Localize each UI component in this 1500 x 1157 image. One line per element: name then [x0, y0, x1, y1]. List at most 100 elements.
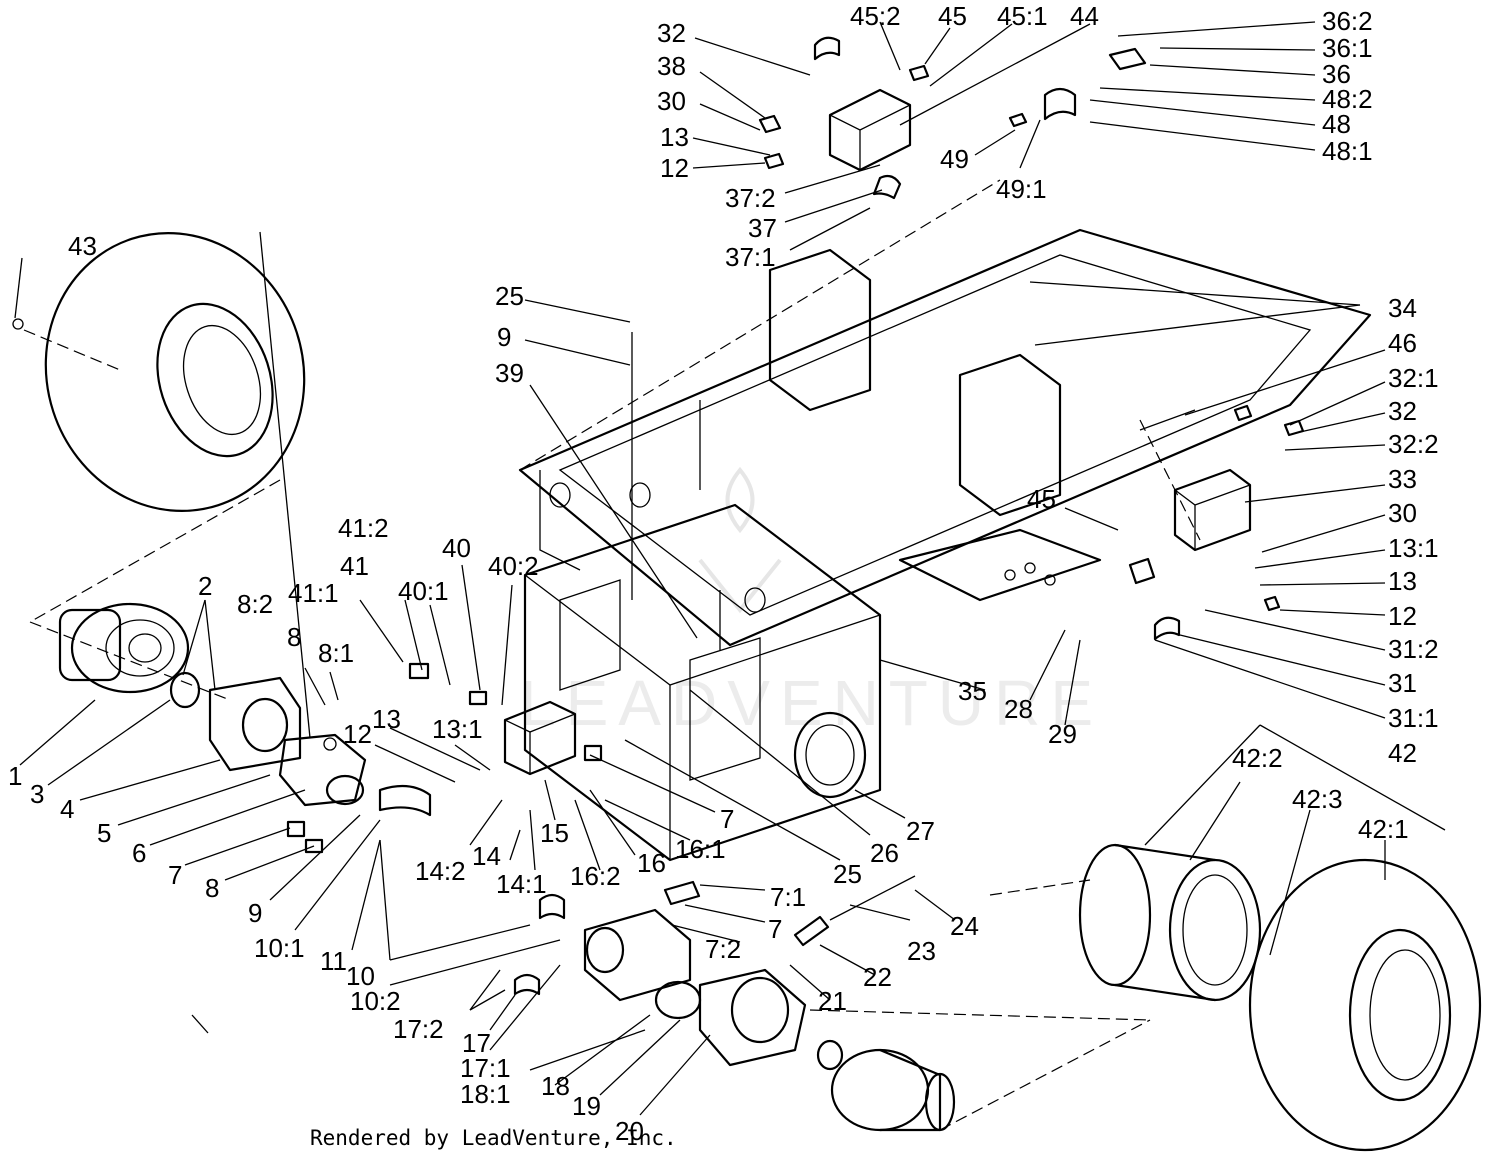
callout: 6 [132, 838, 146, 868]
left-tire [12, 232, 306, 512]
callout-labels: 1 2 3 4 5 6 7 7 7 7:1 7:2 8 8 8:1 8:2 9 … [8, 1, 1439, 1146]
callout: 32 [657, 18, 686, 48]
callout: 26 [870, 838, 899, 868]
callout: 28 [1004, 694, 1033, 724]
callout: 48:1 [1322, 136, 1373, 166]
callout: 45 [938, 1, 967, 31]
callout: 10 [346, 961, 375, 991]
callout: 8 [287, 622, 301, 652]
callout: 3 [30, 779, 44, 809]
callout: 24 [950, 911, 979, 941]
callout: 40:2 [488, 551, 539, 581]
callout: 37:2 [725, 183, 776, 213]
callout: 17:2 [393, 1014, 444, 1044]
callout: 10:2 [350, 986, 401, 1016]
callout: 18:1 [460, 1079, 511, 1109]
callout: 9 [248, 898, 262, 928]
left-drive-motor [208, 676, 432, 854]
render-credit: Rendered by LeadVenture, Inc. [310, 1126, 677, 1150]
callout: 19 [572, 1091, 601, 1121]
callout: 31:2 [1388, 634, 1439, 664]
callout: 35 [958, 676, 987, 706]
callout: 42:2 [1232, 743, 1283, 773]
callout: 36:2 [1322, 6, 1373, 36]
callout: 8:1 [318, 638, 354, 668]
callout: 48 [1322, 109, 1351, 139]
callout: 13 [1388, 566, 1417, 596]
callout: 18 [541, 1071, 570, 1101]
callout: 21 [818, 986, 847, 1016]
callout: 45:1 [997, 1, 1048, 31]
callout: 36:1 [1322, 33, 1373, 63]
right-wheel-rim [1078, 843, 1262, 1002]
callout: 31:1 [1388, 703, 1439, 733]
callout: 23 [907, 936, 936, 966]
callout: 12 [1388, 601, 1417, 631]
callout: 16:1 [675, 834, 726, 864]
callout: 7 [720, 804, 734, 834]
upper-frame [518, 228, 1372, 650]
callout: 14 [472, 841, 501, 871]
center-valve-block [408, 662, 603, 776]
right-drive-motor [513, 875, 916, 1067]
callout: 49 [940, 144, 969, 174]
callout: 40 [442, 533, 471, 563]
callout: 4 [60, 794, 74, 824]
callout: 8:2 [237, 589, 273, 619]
callout: 41:1 [288, 578, 339, 608]
callout: 32 [1388, 396, 1417, 426]
main-frame [523, 503, 882, 862]
right-tire [1248, 858, 1482, 1152]
svg-text:LEADVENTURE: LEADVENTURE [520, 667, 1103, 739]
callout: 5 [97, 818, 111, 848]
callout: 13:1 [1388, 533, 1439, 563]
callout: 27 [906, 816, 935, 846]
callout: 46 [1388, 328, 1417, 358]
callout: 42 [1388, 738, 1417, 768]
callout: 12 [660, 153, 689, 183]
callout: 22 [863, 962, 892, 992]
callout: 17 [462, 1028, 491, 1058]
callout: 37 [748, 213, 777, 243]
callout: 42:3 [1292, 784, 1343, 814]
callout: 13 [372, 704, 401, 734]
callout: 44 [1070, 1, 1099, 31]
callout: 16:2 [570, 861, 621, 891]
callout: 33 [1388, 464, 1417, 494]
callout: 7:1 [770, 882, 806, 912]
callout: 15 [540, 818, 569, 848]
callout: 16 [637, 848, 666, 878]
callout: 32:1 [1388, 363, 1439, 393]
callout: 14:1 [496, 869, 547, 899]
right-wheel-hub [816, 1039, 956, 1132]
callout: 9 [497, 322, 511, 352]
callout: 14:2 [415, 856, 466, 886]
left-wheel-hub [58, 602, 201, 709]
callout: 45:2 [850, 1, 901, 31]
callout: 13:1 [432, 714, 483, 744]
callout: 25 [833, 859, 862, 889]
callout: 42:1 [1358, 814, 1409, 844]
callout: 32:2 [1388, 429, 1439, 459]
callout: 10:1 [254, 933, 305, 963]
callout: 41 [340, 551, 369, 581]
callout: 38 [657, 51, 686, 81]
callout: 7 [768, 914, 782, 944]
watermark: LEADVENTURE [520, 466, 1103, 739]
callout: 48:2 [1322, 84, 1373, 114]
callout: 45 [1027, 484, 1056, 514]
callout: 11 [320, 946, 347, 976]
callout: 34 [1388, 293, 1417, 323]
callout: 7:2 [705, 934, 741, 964]
callout: 36 [1322, 59, 1351, 89]
callout: 2 [198, 571, 212, 601]
callout: 30 [657, 86, 686, 116]
callout: 17:1 [460, 1053, 511, 1083]
callout: 1 [8, 761, 22, 791]
callout: 43 [68, 231, 97, 261]
callout: 12 [343, 719, 372, 749]
callout: 25 [495, 281, 524, 311]
callout: 39 [495, 358, 524, 388]
callout: 49:1 [996, 174, 1047, 204]
